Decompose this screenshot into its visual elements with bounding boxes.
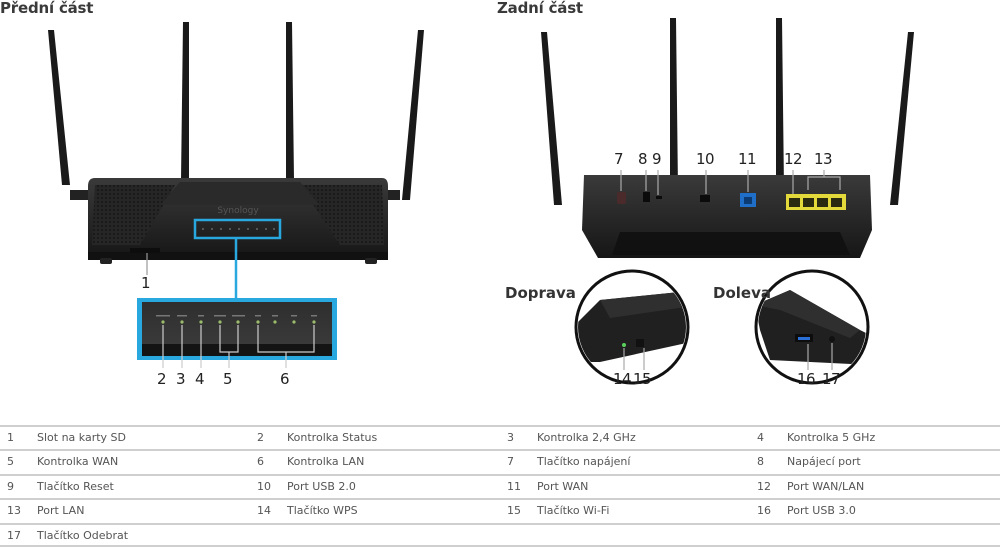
legend-label: Kontrolka 5 GHz: [787, 431, 876, 444]
led-status: [161, 320, 165, 324]
legend-label: Kontrolka 2,4 GHz: [537, 431, 636, 444]
legend-num: 15: [507, 504, 521, 518]
callout-4: 4: [195, 370, 205, 388]
back-router: [541, 18, 914, 258]
back-view-heading: Zadní část: [497, 0, 583, 17]
legend-label: Port USB 3.0: [787, 504, 856, 518]
front-router: Synology: [48, 22, 424, 298]
power-button: [617, 192, 626, 204]
callout-7: 7: [614, 150, 624, 168]
antenna: [541, 32, 562, 205]
legend-label: Slot na karty SD: [37, 431, 126, 444]
legend-num: 8: [757, 455, 764, 469]
legend-num: 17: [7, 528, 21, 542]
legend-row: 9 Tlačítko Reset 10 Port USB 2.0 11 Port…: [0, 473, 1000, 498]
legend-label: Tlačítko WPS: [287, 504, 358, 518]
legend-num: 5: [7, 455, 14, 469]
callout-9: 9: [652, 150, 662, 168]
led-2g: [180, 320, 184, 324]
led-wan-2: [236, 320, 240, 324]
callout-3: 3: [176, 370, 186, 388]
antenna: [181, 22, 189, 180]
antenna: [402, 30, 424, 200]
legend-num: 9: [7, 479, 14, 493]
callout-10: 10: [696, 150, 715, 168]
antenna: [890, 32, 914, 205]
led-lan-1: [256, 320, 260, 324]
legend-num: 4: [757, 431, 764, 444]
legend-label: Tlačítko Reset: [37, 479, 114, 493]
led-lan-2: [273, 320, 277, 324]
front-view-heading: Přední část: [0, 0, 94, 17]
legend-label: Port WAN: [537, 479, 589, 493]
brand-logo: Synology: [217, 206, 259, 216]
callout-8: 8: [638, 150, 648, 168]
led-wan-1: [218, 320, 222, 324]
side-view-right: [574, 269, 690, 385]
legend-num: 6: [257, 455, 264, 469]
power-port: [643, 192, 650, 202]
legend-num: 12: [757, 479, 771, 493]
side-view-left-title: Doleva: [713, 284, 771, 302]
callout-15: 15: [633, 370, 652, 388]
led-zoom-panel: [137, 298, 337, 368]
legend-label: Port LAN: [37, 504, 85, 518]
side-view-left: [754, 269, 870, 385]
legend-row: 5 Kontrolka WAN 6 Kontrolka LAN 7 Tlačít…: [0, 449, 1000, 473]
callout-2: 2: [157, 370, 167, 388]
led-panel-highlight: [193, 218, 282, 240]
router-diagram: Synology: [48, 18, 914, 385]
legend-label: Tlačítko Odebrat: [37, 528, 129, 542]
callout-17: 17: [822, 370, 841, 388]
legend-row: 1 Slot na karty SD 2 Kontrolka Status 3 …: [0, 425, 1000, 449]
callout-13: 13: [814, 150, 833, 168]
callout-16: 16: [797, 370, 816, 388]
antenna: [776, 18, 784, 190]
reset-button: [656, 196, 662, 199]
legend-label: Kontrolka Status: [287, 431, 378, 444]
led-lan-4: [312, 320, 316, 324]
antenna: [48, 30, 70, 185]
led-5g: [199, 320, 203, 324]
legend-label: Tlačítko napájení: [537, 455, 631, 469]
legend-label: Kontrolka LAN: [287, 455, 365, 469]
usb2-port: [700, 195, 710, 202]
led-lan-3: [292, 320, 296, 324]
side-view-right-title: Doprava: [505, 284, 576, 302]
callout-14: 14: [613, 370, 632, 388]
legend-row: 17 Tlačítko Odebrat: [0, 522, 1000, 547]
callout-6: 6: [280, 370, 290, 388]
sd-card-slot: [130, 248, 160, 253]
legend-num: 14: [257, 504, 271, 518]
antenna: [670, 18, 678, 190]
wifi-button: [636, 339, 644, 347]
legend-label: Tlačítko Wi-Fi: [537, 504, 610, 518]
legend-label: Kontrolka WAN: [37, 455, 119, 469]
legend-label: Port USB 2.0: [287, 479, 356, 493]
legend-num: 2: [257, 431, 264, 444]
legend-num: 16: [757, 504, 771, 518]
callout-11: 11: [738, 150, 757, 168]
legend-num: 10: [257, 479, 271, 493]
legend-table: 1 Slot na karty SD 2 Kontrolka Status 3 …: [0, 425, 1000, 547]
antenna: [286, 22, 294, 180]
legend-label: Port WAN/LAN: [787, 479, 865, 493]
callout-12: 12: [784, 150, 803, 168]
eject-button: [829, 336, 835, 342]
legend-num: 13: [7, 504, 21, 518]
callout-5: 5: [223, 370, 233, 388]
legend-num: 7: [507, 455, 514, 469]
legend-num: 1: [7, 431, 14, 444]
legend-label: Napájecí port: [787, 455, 861, 469]
legend-num: 11: [507, 479, 521, 493]
legend-num: 3: [507, 431, 514, 444]
legend-row: 13 Port LAN 14 Tlačítko WPS 15 Tlačítko …: [0, 498, 1000, 522]
callout-1: 1: [141, 274, 151, 292]
wps-button: [622, 343, 626, 347]
